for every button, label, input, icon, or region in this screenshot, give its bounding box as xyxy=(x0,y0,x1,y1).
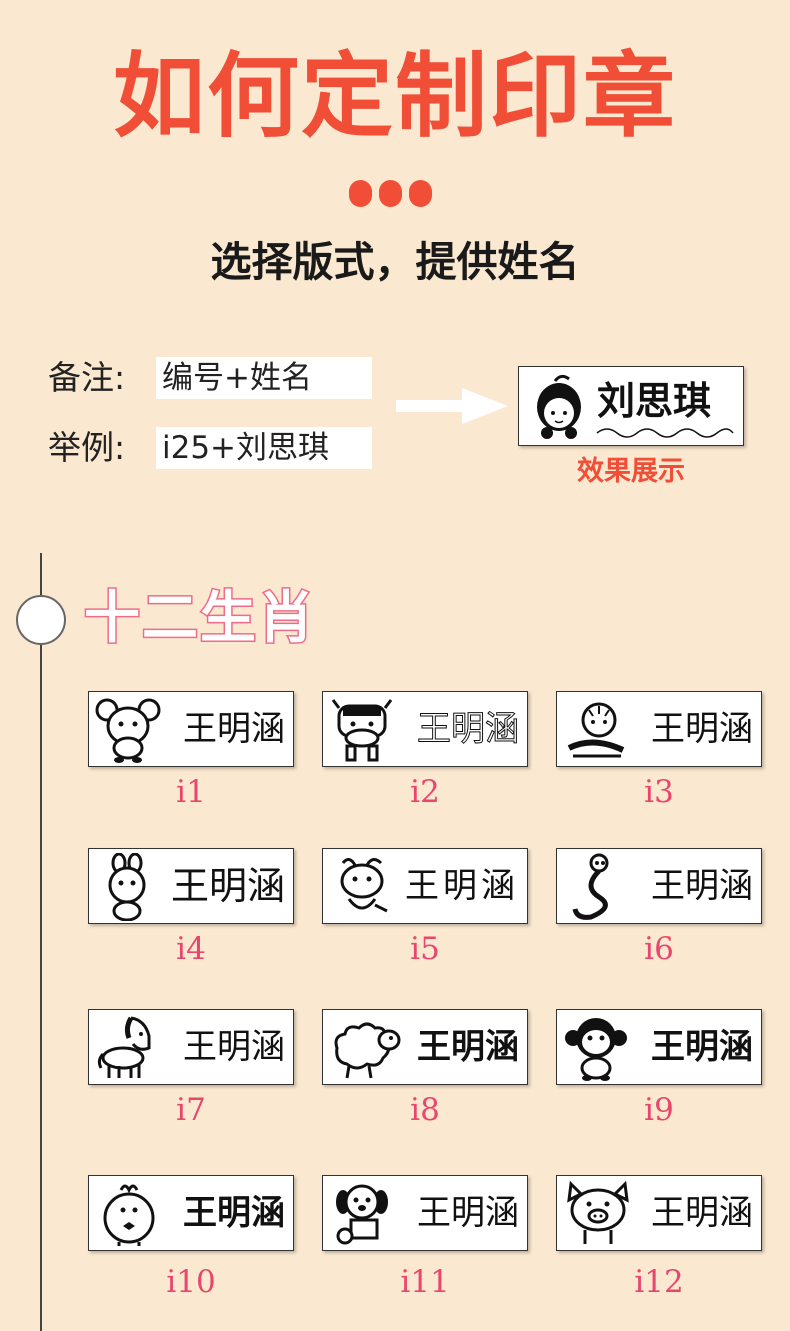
stamp-card[interactable]: 王明涵 xyxy=(88,848,294,924)
dragon-icon xyxy=(340,858,388,913)
stamp-card[interactable]: 王明涵 xyxy=(88,1175,294,1251)
page-title: 如何定制印章 xyxy=(112,43,677,150)
stamp-card[interactable]: 王明涵 xyxy=(322,848,528,924)
stamp-code: i2 xyxy=(410,774,440,810)
stamp-code: i1 xyxy=(176,774,206,810)
stamp-name: 王明涵 xyxy=(651,866,753,906)
rooster-icon xyxy=(103,1184,155,1246)
timeline-line xyxy=(40,553,42,1331)
stamp-name: 王明涵 xyxy=(183,709,285,749)
stamp-code: i12 xyxy=(634,1264,684,1300)
section-title: 十二生肖 xyxy=(83,585,316,653)
ox-icon xyxy=(331,699,393,762)
dog-icon xyxy=(336,1184,388,1245)
stamp-name: 王明涵 xyxy=(651,1027,753,1067)
stamp-card[interactable]: 王明涵 xyxy=(322,1009,528,1085)
stamp-name: 王明涵 xyxy=(405,866,519,906)
stamp-card[interactable]: 王明涵 xyxy=(556,848,762,924)
rabbit-icon xyxy=(108,853,146,921)
stamp-card[interactable]: 王明涵 xyxy=(556,1175,762,1251)
tiger-icon xyxy=(567,702,625,758)
stamp-code: i8 xyxy=(410,1092,440,1128)
stamp-card[interactable]: 王明涵 xyxy=(322,691,528,767)
stamp-name: 王明涵 xyxy=(417,709,520,750)
snake-icon xyxy=(572,853,609,920)
girl-icon xyxy=(537,374,581,439)
stamp-card[interactable]: 王明涵 xyxy=(88,1009,294,1085)
stamp-code: i10 xyxy=(166,1264,216,1300)
stamp-card[interactable]: 王明涵 xyxy=(556,1009,762,1085)
timeline-node xyxy=(16,595,66,645)
example-label: 举例: xyxy=(48,428,126,467)
sheep-icon xyxy=(334,1022,401,1079)
stamp-code: i7 xyxy=(176,1092,206,1128)
dot-icon xyxy=(379,180,402,207)
swirl-ornament-icon xyxy=(596,428,734,438)
stamp-card[interactable]: 王明涵 xyxy=(556,691,762,767)
example-value: i25+刘思琪 xyxy=(156,427,372,469)
arrow-right-icon xyxy=(396,388,508,424)
stamp-code: i9 xyxy=(644,1092,674,1128)
monkey-icon xyxy=(565,1018,627,1081)
stamp-code: i11 xyxy=(400,1264,450,1300)
stamp-name: 王明涵 xyxy=(183,1193,285,1233)
dot-icon xyxy=(349,180,372,207)
note-value: 编号+姓名 xyxy=(156,357,372,399)
note-label: 备注: xyxy=(48,358,126,397)
stamp-name: 王明涵 xyxy=(651,1193,753,1233)
stamp-name: 王明涵 xyxy=(170,864,285,908)
stamp-name: 王明涵 xyxy=(651,709,753,749)
rat-icon xyxy=(95,698,161,763)
stamp-code: i6 xyxy=(644,931,674,967)
demo-name: 刘思琪 xyxy=(597,379,712,423)
horse-icon xyxy=(97,1016,151,1078)
stamp-name: 王明涵 xyxy=(417,1027,519,1067)
stamp-card[interactable]: 王明涵 xyxy=(88,691,294,767)
stamp-card[interactable]: 王明涵 xyxy=(322,1175,528,1251)
stamp-code: i5 xyxy=(410,931,440,967)
stamp-code: i4 xyxy=(176,931,206,967)
stamp-name: 王明涵 xyxy=(417,1193,519,1233)
title-dots xyxy=(349,180,432,207)
stamp-name: 王明涵 xyxy=(183,1027,285,1067)
stamp-code: i3 xyxy=(644,774,674,810)
page-subtitle: 选择版式，提供姓名 xyxy=(210,238,580,286)
dot-icon xyxy=(409,180,432,207)
demo-caption: 效果展示 xyxy=(577,456,685,487)
demo-stamp: 刘思琪 xyxy=(518,366,744,446)
pig-icon xyxy=(567,1180,629,1244)
